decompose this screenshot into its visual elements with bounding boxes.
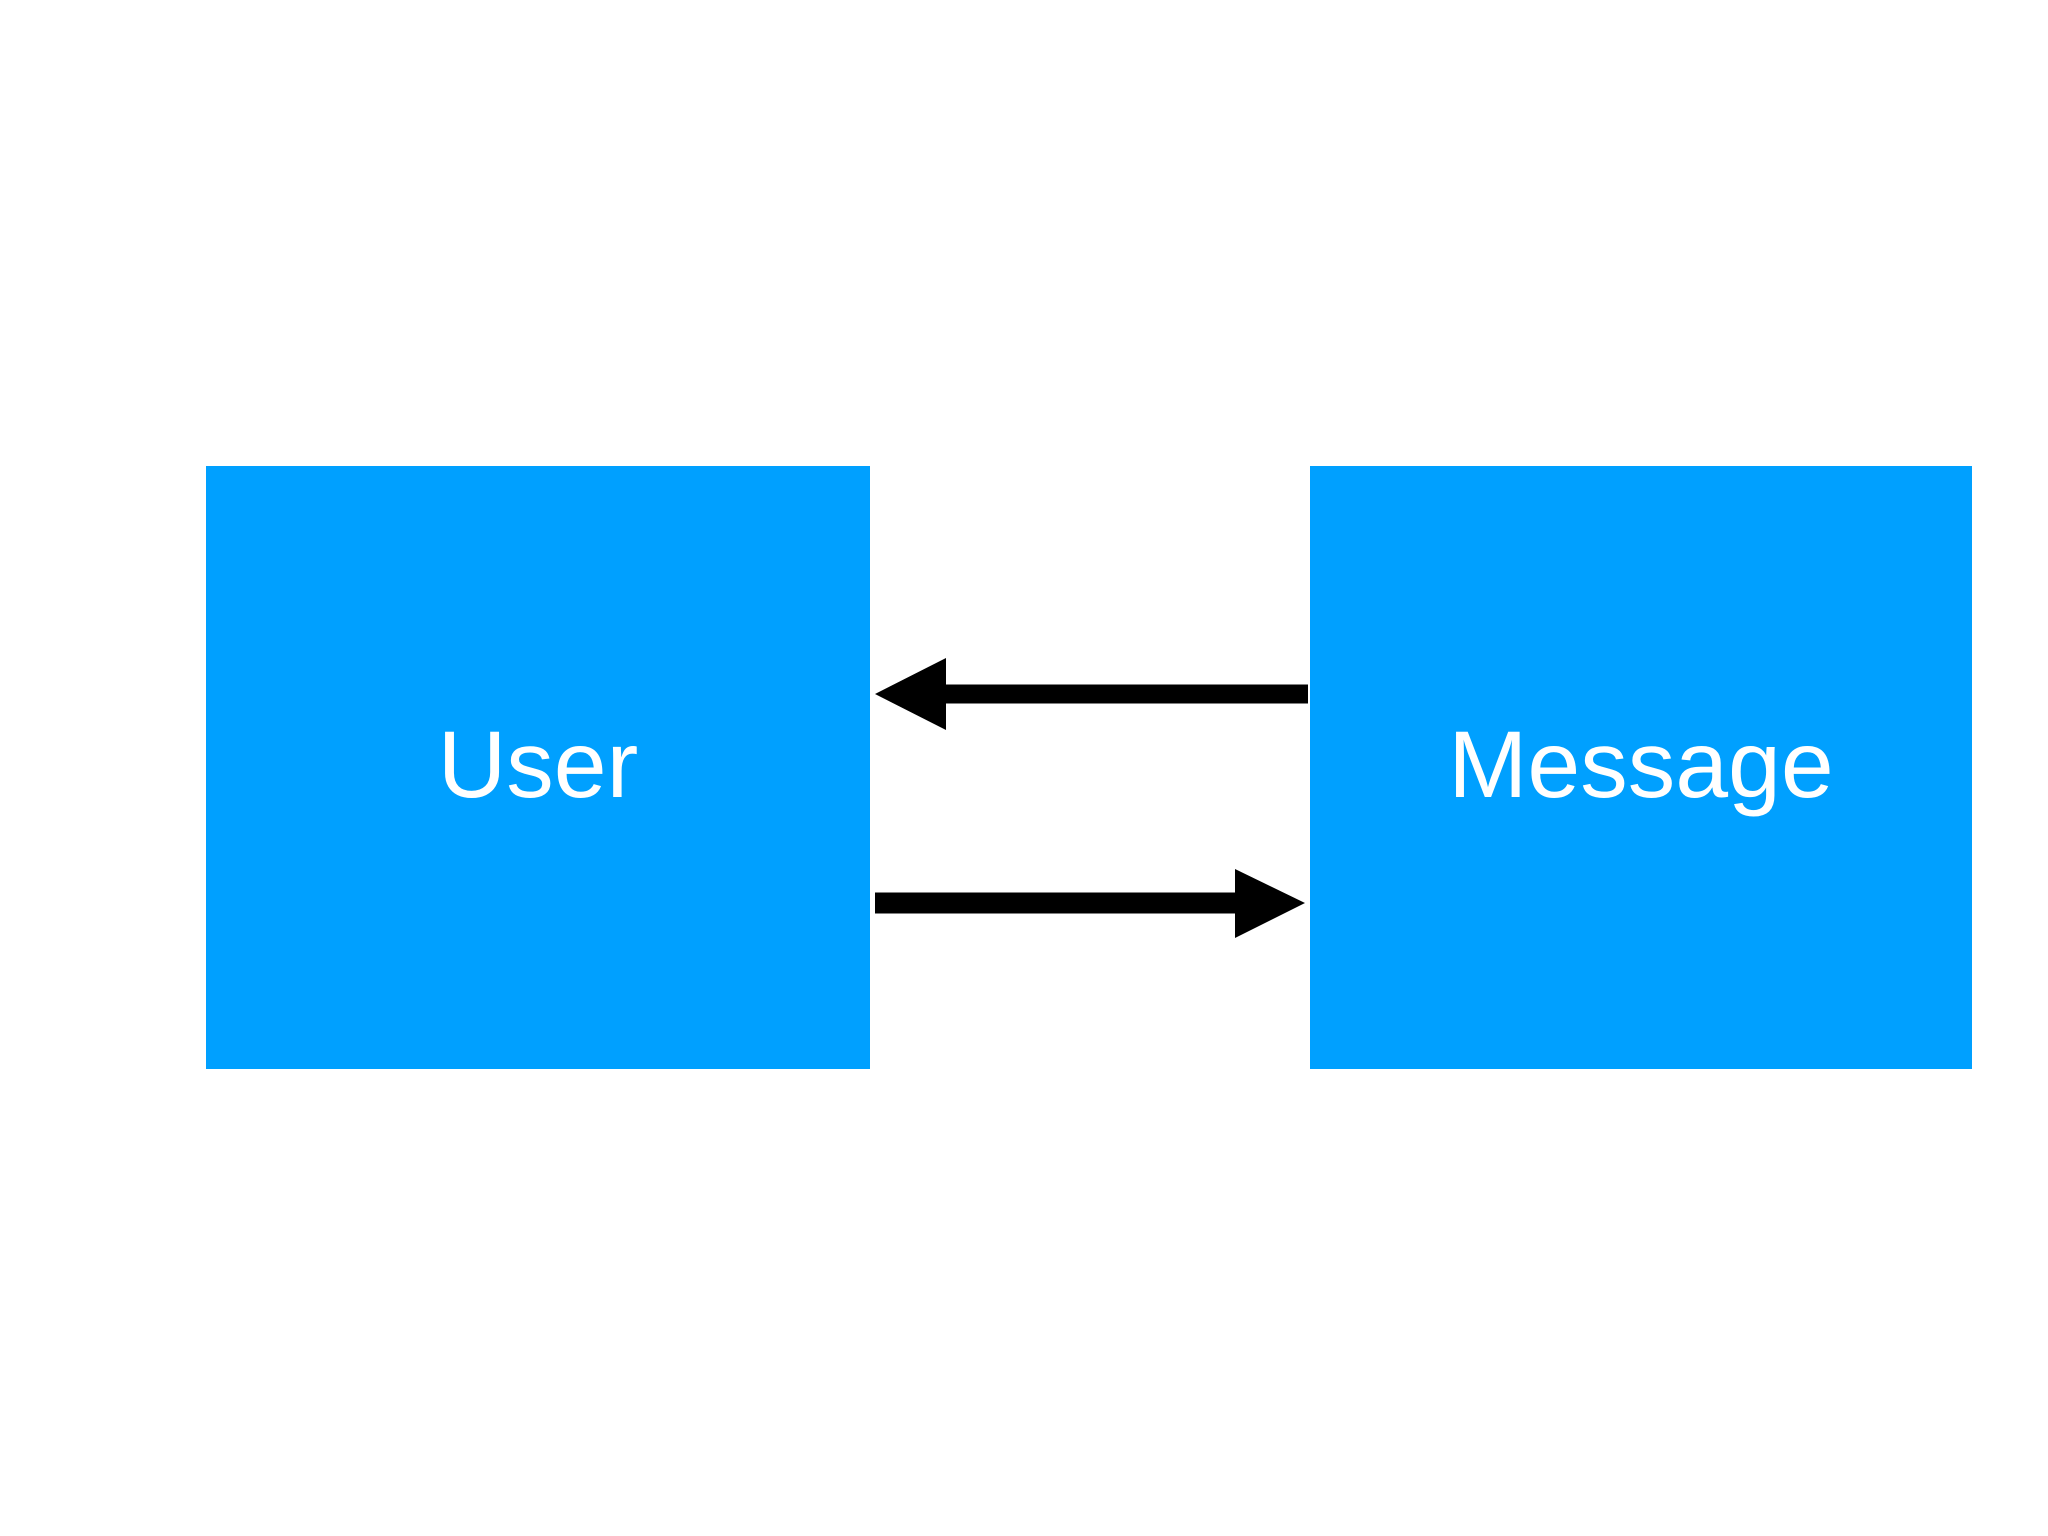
edge-user-to-message-line[interactable] — [875, 892, 1241, 914]
edge-user-to-message[interactable] — [875, 869, 1305, 938]
node-message-label: Message — [1448, 712, 1833, 818]
arrowhead-right-icon — [1235, 869, 1305, 938]
node-user[interactable]: User — [206, 466, 870, 1069]
node-message[interactable]: Message — [1310, 466, 1972, 1069]
node-user-box[interactable] — [206, 466, 870, 1069]
node-message-box[interactable] — [1310, 466, 1972, 1069]
node-user-label: User — [438, 712, 639, 818]
edge-message-to-user-line[interactable] — [940, 684, 1308, 704]
edge-message-to-user[interactable] — [875, 658, 1308, 730]
arrowhead-left-icon — [875, 658, 946, 730]
